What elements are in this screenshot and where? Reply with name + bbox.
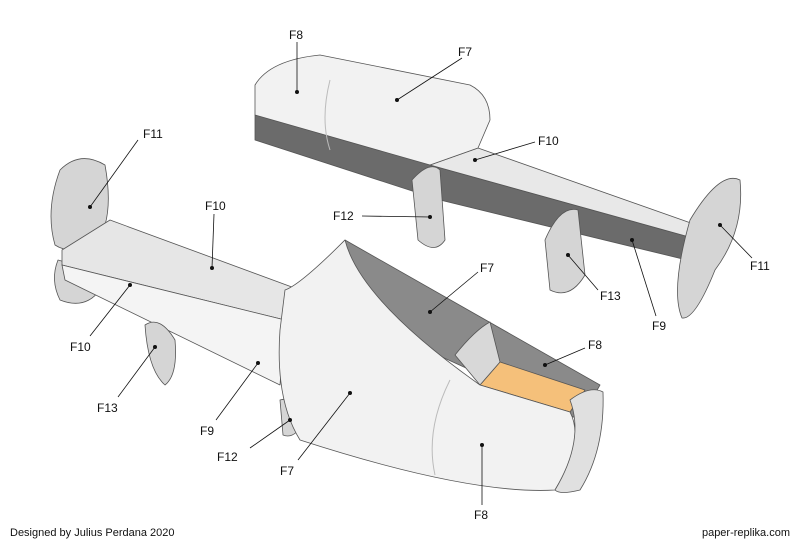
lower-bulkhead-f13 <box>144 321 176 386</box>
callout-low-f13: F13 <box>97 345 157 415</box>
callout-low-f8: F8 <box>474 443 488 522</box>
callout-mid-f10: F10 <box>205 199 226 270</box>
label-mid-f7: F7 <box>480 261 494 275</box>
lower-cone-seam <box>431 379 451 476</box>
top-hood-f8-seam <box>324 79 331 151</box>
label-top-f10: F10 <box>538 134 559 148</box>
label-mid-f10: F10 <box>205 199 226 213</box>
top-hood-f7 <box>254 54 491 166</box>
label-top-f13: F13 <box>600 289 621 303</box>
label-low-f12: F12 <box>217 450 238 464</box>
label-top-f12: F12 <box>333 209 354 223</box>
lower-nose-f8 <box>554 389 604 493</box>
label-low-f10: F10 <box>70 340 91 354</box>
label-top-f8: F8 <box>289 28 303 42</box>
designer-credit: Designed by Julius Perdana 2020 <box>10 527 175 539</box>
label-low-f8: F8 <box>474 508 488 522</box>
callout-top-f12: F12 <box>333 209 432 223</box>
lower-divider <box>454 321 501 386</box>
website-link[interactable]: paper-replika.com <box>701 527 790 539</box>
callout-top-f13: F13 <box>566 253 621 303</box>
lower-keel-f9 <box>61 264 286 386</box>
callout-top-f11: F11 <box>718 223 770 273</box>
label-low-f9: F9 <box>200 424 214 438</box>
callout-mid-f7: F7 <box>428 261 494 314</box>
callout-left-f11: F11 <box>88 127 163 209</box>
top-tail-f11 <box>677 178 742 319</box>
callout-low-f9: F9 <box>200 361 260 438</box>
label-top-f7: F7 <box>458 45 472 59</box>
label-low-f13: F13 <box>97 401 118 415</box>
callout-low-f10: F10 <box>70 283 132 354</box>
callout-top-f8: F8 <box>289 28 303 94</box>
callout-low-f12: F12 <box>217 418 292 464</box>
label-low-f7: F7 <box>280 464 294 478</box>
label-top-f9: F9 <box>652 319 666 333</box>
callout-mid-f8: F8 <box>543 338 602 367</box>
label-mid-f8: F8 <box>588 338 602 352</box>
lower-fuselage-assembly <box>50 158 604 493</box>
callout-low-f7: F7 <box>280 391 352 478</box>
label-top-f11: F11 <box>750 259 770 273</box>
callout-top-f7: F7 <box>395 45 472 102</box>
callout-top-f9: F9 <box>630 238 666 333</box>
top-bulkhead-f12 <box>411 166 446 248</box>
upper-fuselage-assembly <box>254 54 742 319</box>
label-left-f11: F11 <box>143 127 163 141</box>
callout-top-f10: F10 <box>473 134 559 162</box>
